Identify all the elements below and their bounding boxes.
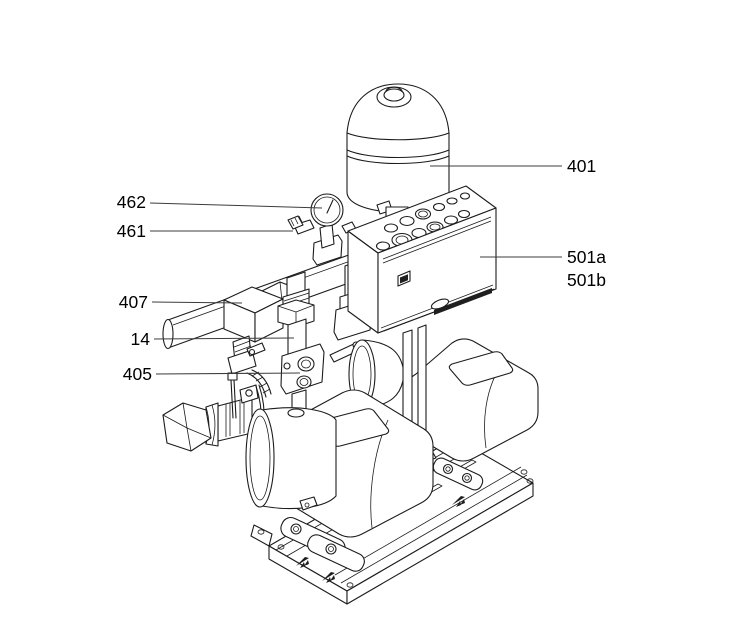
front-mounting-brackets (280, 516, 365, 572)
callout-462-line (149, 202, 323, 209)
callout-14: 14 (131, 329, 295, 349)
callout-405: 405 (123, 364, 301, 384)
callout-501a-label: 501a (567, 247, 606, 267)
drain-valve (227, 349, 257, 375)
callout-462-label: 462 (117, 192, 146, 212)
callout-461-label: 461 (117, 221, 146, 241)
callout-401: 401 (430, 156, 596, 176)
front-pump-casing (261, 407, 337, 510)
back-motor-nameplate (448, 351, 514, 386)
base-flange-tab (250, 524, 273, 547)
callout-501b-label: 501b (567, 270, 606, 290)
callout-407: 407 (119, 292, 243, 312)
base-hole (520, 469, 528, 475)
front-pump-flange (245, 408, 275, 508)
base-hole (526, 478, 534, 484)
flexible-hose (246, 369, 272, 398)
part-461-cock-valve (287, 215, 315, 235)
part-501-control-unit (347, 185, 497, 334)
back-pump (348, 338, 539, 462)
callout-461: 461 (117, 221, 293, 241)
middle-mounting-bracket (432, 457, 484, 491)
callout-462: 462 (117, 192, 323, 212)
callout-407-line (151, 301, 243, 304)
brand-strip (434, 288, 492, 315)
flow-arrow-marks (296, 496, 465, 583)
callout-14-line (153, 337, 295, 340)
callout-501: 501a 501b (480, 247, 606, 290)
gauge-needle (326, 199, 334, 214)
part-405-check-valve (280, 343, 325, 395)
base-hole (277, 544, 285, 550)
front-pump (245, 389, 434, 538)
callout-14-label: 14 (131, 329, 151, 349)
part-401-pressure-tank (346, 83, 450, 213)
callout-401-label: 401 (567, 156, 596, 176)
panel-latch (430, 298, 450, 310)
part-462-pressure-gauge (310, 193, 344, 266)
callout-405-label: 405 (123, 364, 152, 384)
callout-405-line (155, 372, 301, 375)
callout-407-label: 407 (119, 292, 148, 312)
control-unit-front-panel (377, 207, 497, 334)
suction-manifold (162, 372, 265, 452)
base-hole (346, 582, 354, 588)
